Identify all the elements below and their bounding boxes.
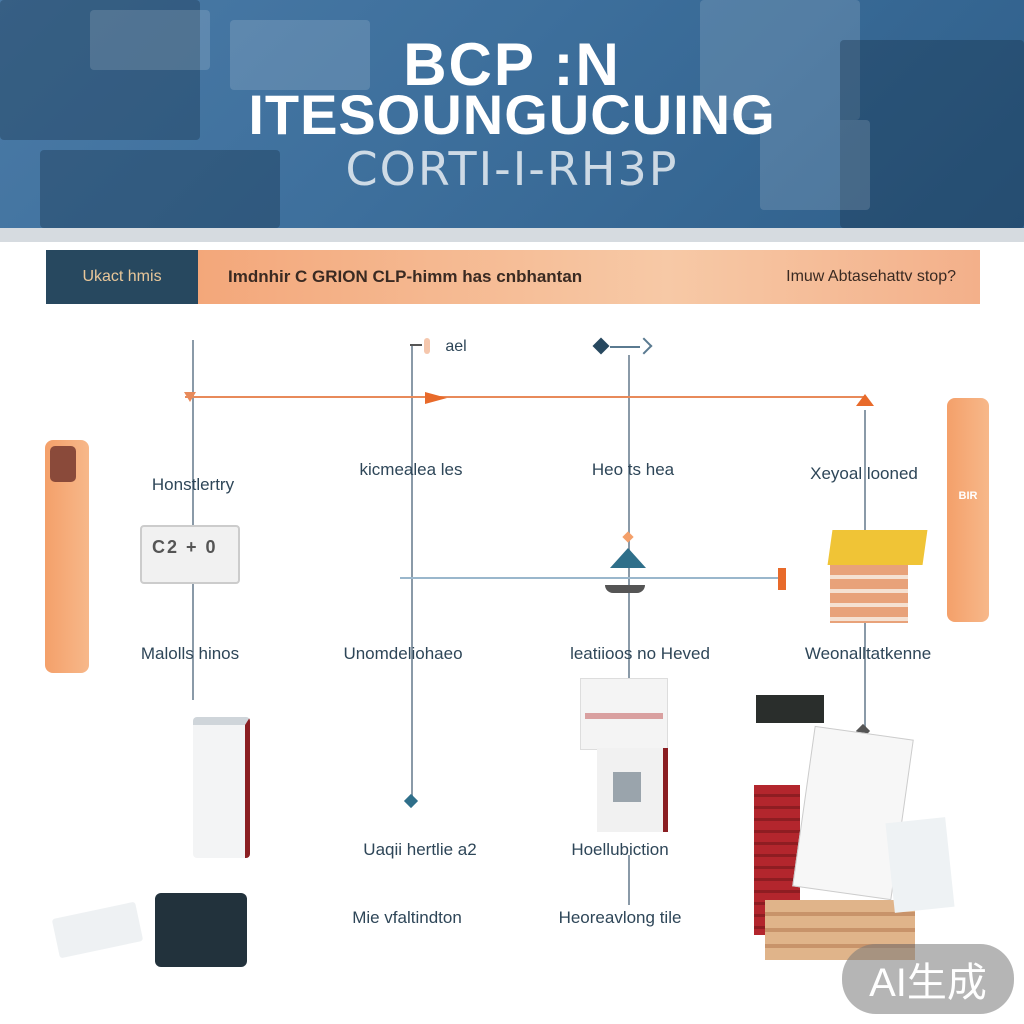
marker-down-icon: [184, 392, 196, 402]
col3-label2: leatiioos no Heved: [570, 644, 710, 663]
header-far-label: Imuw Abtasehattv stop?: [786, 268, 956, 285]
bowl-icon: [605, 585, 645, 593]
cabinet-illustration: [580, 678, 668, 750]
column-line-1: [192, 340, 194, 700]
top-marker-label: ael: [445, 338, 467, 355]
header-bar: Ukact hmis Imdnhir C GRION CLP-himm has …: [46, 250, 980, 304]
screen-illustration: [756, 695, 824, 723]
hero-texture: [40, 150, 280, 228]
hero-title-line3: CORTI-I-RH3P: [345, 142, 679, 196]
col2-label1: kicmealea les: [359, 460, 463, 479]
arrow-up-icon: [856, 394, 874, 406]
hero-texture: [700, 0, 860, 120]
hero-texture: [90, 10, 210, 70]
header-left-label: Ukact hmis: [46, 250, 198, 304]
diamond-icon: [403, 793, 419, 809]
left-orange-bar: [45, 440, 89, 673]
column-line-2: [411, 345, 413, 805]
ai-watermark: AI生成: [842, 944, 1014, 1014]
hero-texture: [760, 120, 870, 210]
badge-icon: [50, 446, 76, 482]
col3-label4: Heoreavlong tile: [558, 908, 682, 927]
mid-connector: [400, 577, 785, 579]
container-illustration: [193, 717, 250, 858]
arrow-right-icon: [425, 392, 447, 404]
stack-illustration: [830, 565, 908, 623]
col2-label3: Uaqii hertlie a2: [363, 840, 477, 859]
marker-pill: [424, 338, 430, 354]
header-right-panel: Imdnhir C GRION CLP-himm has cnbhantan I…: [198, 250, 980, 304]
col1-label2: Malolls hinos: [140, 644, 240, 663]
triangle-up-icon: [610, 548, 646, 568]
col2-label2: Unomdeliohaeo: [343, 644, 463, 663]
right-orange-bar: BIR: [947, 398, 989, 622]
diamond-icon: [592, 337, 610, 355]
col3-label1: Heo ts hea: [591, 460, 675, 479]
hero-banner: BCP :N ITESOUNGUCUING CORTI-I-RH3P: [0, 0, 1024, 228]
end-cap-icon: [778, 568, 786, 590]
arrow-shaft: [610, 346, 640, 348]
device-display: C2 + 0: [152, 537, 218, 557]
col3-label3: Hoellubiction: [571, 840, 669, 859]
header-center-label: Imdnhir C GRION CLP-himm has cnbhantan: [228, 267, 583, 286]
right-bar-badge: BIR: [958, 490, 978, 502]
hero-title-line2: ITESOUNGUCUING: [248, 83, 776, 146]
folder-illustration: [827, 530, 928, 565]
chevron-right-icon: [635, 337, 653, 355]
col2-label4: Mie vfaltindton: [352, 908, 462, 927]
hero-texture: [840, 40, 1024, 228]
top-connector: [185, 396, 865, 398]
cabinet-stripe: [585, 713, 663, 719]
box-illustration: [597, 748, 668, 832]
col4-label2: Weonalltatkenne: [804, 644, 932, 663]
hero-texture: [0, 0, 200, 140]
hero-texture: [230, 20, 370, 90]
device-illustration: C2 + 0: [140, 525, 240, 584]
column-line-3b: [628, 855, 630, 905]
diamond-small-icon: [622, 531, 634, 543]
col4-label1: Xeyoal looned: [810, 464, 918, 483]
divider-band: [0, 228, 1024, 242]
col1-label1: Honstlertry: [151, 475, 235, 494]
box-label: [613, 772, 641, 802]
papers-illustration: [51, 901, 144, 959]
documents-illustration: [885, 817, 955, 913]
tick-mark: [410, 344, 422, 346]
black-box-illustration: [155, 893, 247, 967]
hero-title-line1: BCP :N: [403, 31, 621, 98]
